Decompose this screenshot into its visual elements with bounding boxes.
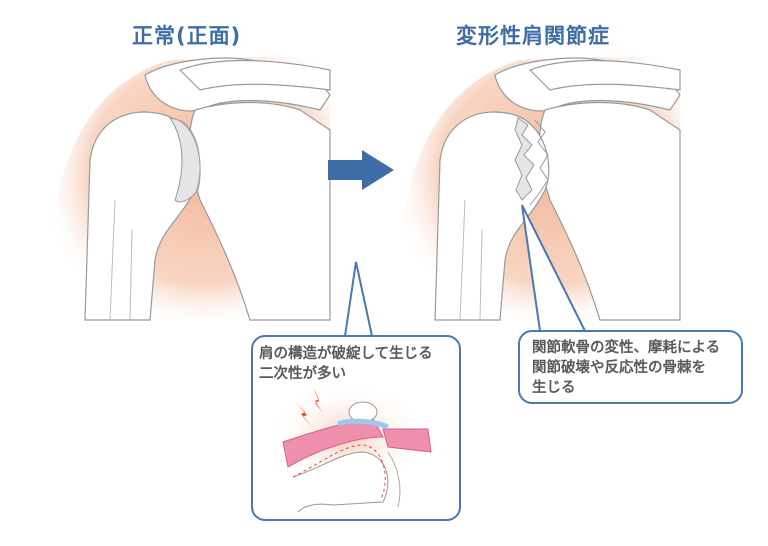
subacromial-illustration [268,382,432,513]
arrow-icon [328,150,394,190]
normal-shoulder [51,55,331,321]
title-osteoarthritis: 変形性肩関節症 [456,24,610,48]
callout-cartilage-line-1: 関節軟骨の変性、摩耗による [532,340,721,356]
callout-pointer-secondary [344,261,373,337]
callout-cartilage: 関節軟骨の変性、摩耗による 関節破壊や反応性の骨棘を 生じる [518,330,743,404]
callout-cartilage-line-3: 生じる [532,380,576,396]
callout-cartilage-line-2: 関節破壊や反応性の骨棘を [532,360,706,376]
callout-secondary-line-2: 二次性が多い [259,366,346,382]
callout-pointer-cartilage [521,204,586,332]
title-normal: 正常(正面) [132,24,242,48]
callout-secondary-line-1: 肩の構造が破綻して生じる [259,346,433,362]
callout-secondary: 肩の構造が破綻して生じる 二次性が多い [251,335,461,521]
oa-shoulder [401,55,681,321]
